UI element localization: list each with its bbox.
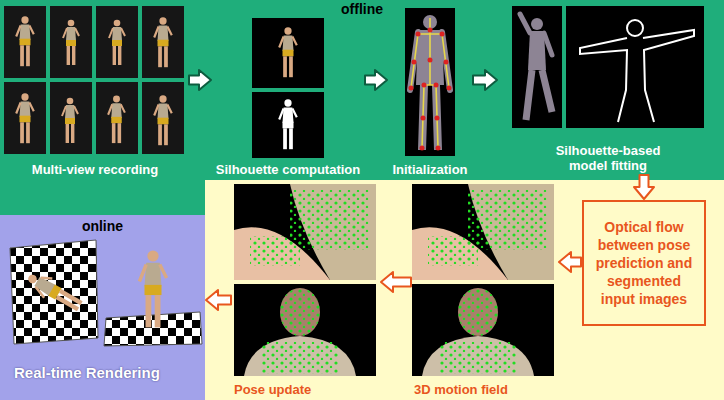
step-caption: Multi-view recording xyxy=(2,162,188,178)
step-caption: Silhouette-based model fitting xyxy=(542,143,674,174)
process-step: Pose update xyxy=(232,182,380,398)
flow-arrow xyxy=(559,252,581,272)
flow-arrow xyxy=(365,70,387,90)
skeleton-model xyxy=(405,8,455,156)
process-step: 3D motion field xyxy=(412,182,558,398)
section-heading: online xyxy=(0,218,205,235)
process-box: Optical flow between pose prediction and… xyxy=(582,200,706,326)
flow-images xyxy=(234,184,376,376)
rendering-images xyxy=(10,240,202,346)
silhouette-images xyxy=(252,18,324,158)
offline-ground xyxy=(0,0,724,180)
step-caption: Silhouette computation xyxy=(212,162,364,178)
process-step: Multi-view recording xyxy=(2,4,188,178)
step-caption: Initialization xyxy=(388,162,472,178)
step-caption: Pose update xyxy=(234,382,380,398)
section-heading: offline xyxy=(341,1,383,18)
process-step: Silhouette computation xyxy=(212,4,364,178)
tracking-ground xyxy=(205,180,724,400)
flow-arrow xyxy=(473,70,497,90)
step-caption: Real-time Rendering xyxy=(14,364,205,382)
offline-ground xyxy=(0,180,205,215)
step-caption: 3D motion field xyxy=(414,382,558,398)
process-step: Silhouette-based model fitting xyxy=(498,4,718,174)
camera-thumbnails xyxy=(4,6,184,154)
online-panel: onlineReal-time Rendering xyxy=(0,215,205,400)
fitting-images xyxy=(512,6,704,128)
step-caption: Optical flow between pose prediction and… xyxy=(592,218,696,309)
flow-images xyxy=(412,184,554,376)
process-step: Initialization xyxy=(388,4,472,178)
flow-arrow xyxy=(189,70,211,90)
flow-arrow xyxy=(381,272,411,292)
flow-arrow xyxy=(206,290,231,310)
flow-arrow xyxy=(634,175,654,199)
offline-band: offlineMulti-view recording Silhouette co… xyxy=(0,0,724,180)
online-ground xyxy=(0,215,205,400)
